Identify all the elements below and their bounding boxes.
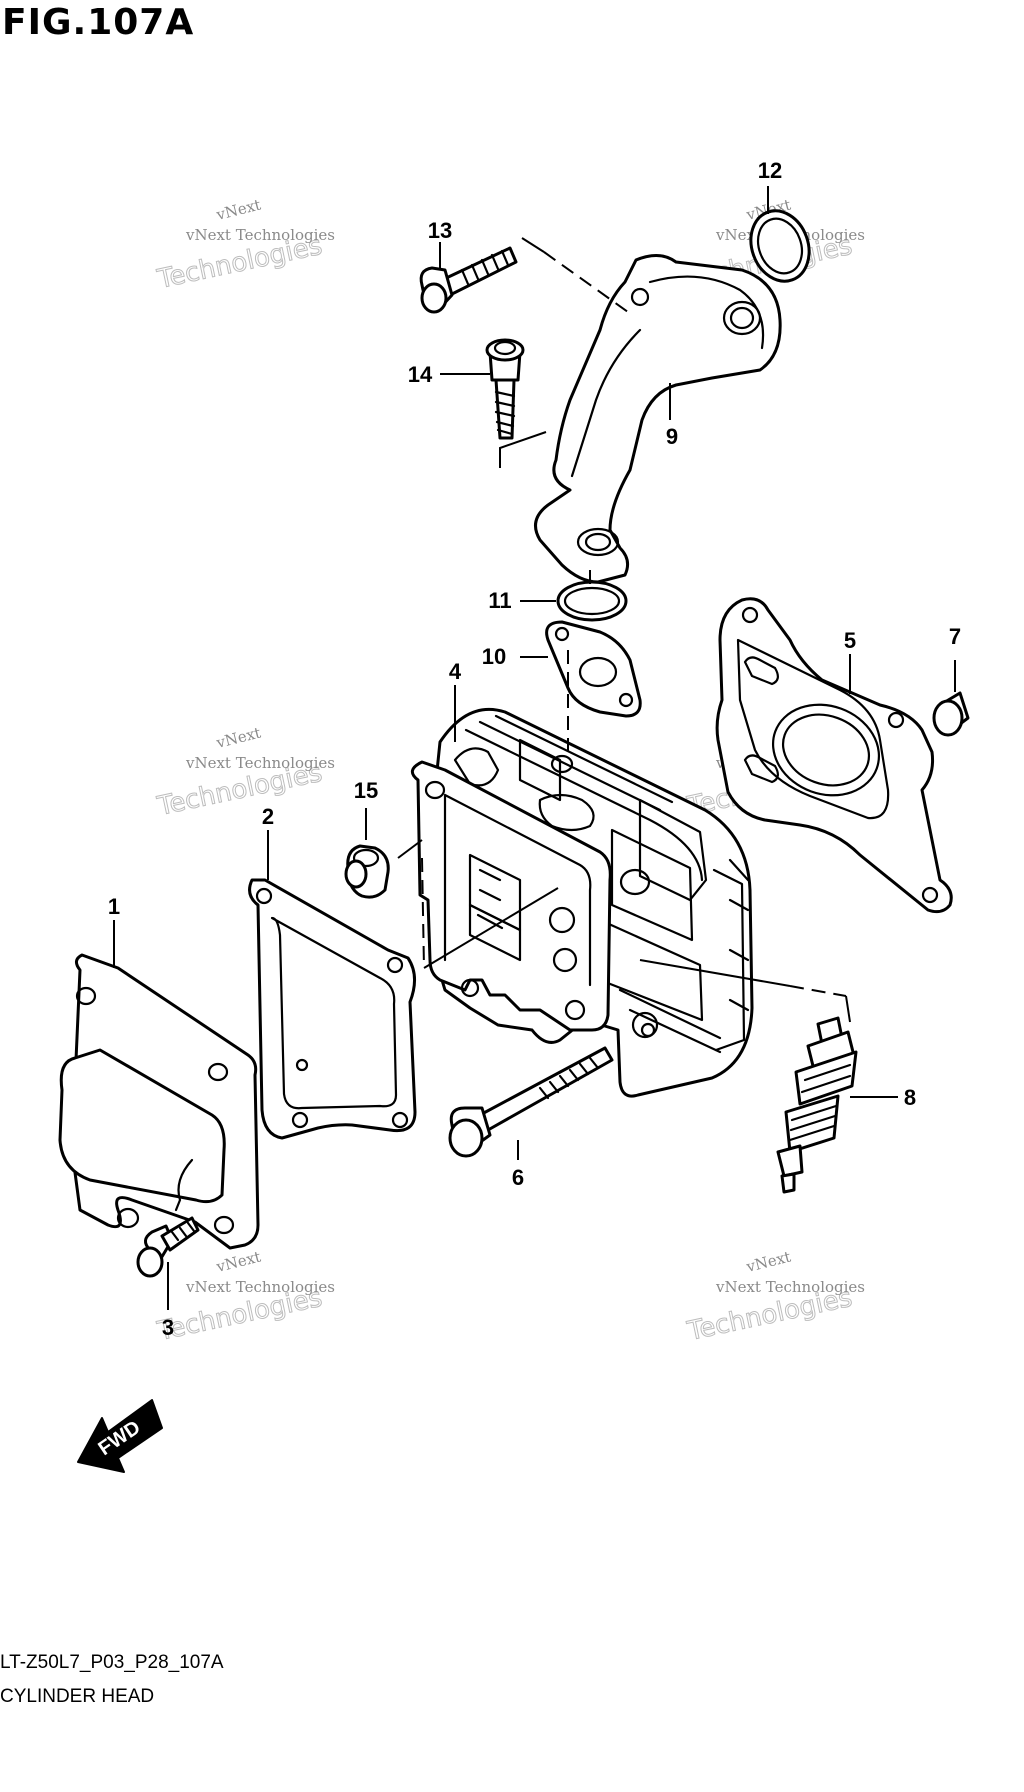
part-spark-plug [776, 1016, 858, 1194]
callout-15: 15 [354, 778, 378, 803]
svg-text:vNext: vNext [214, 196, 263, 225]
callout-9: 9 [666, 424, 678, 449]
callout-7: 7 [949, 624, 961, 649]
assembly-lines [397, 237, 851, 1023]
fwd-direction-arrow: FWD [77, 1399, 163, 1473]
leader-lines [113, 186, 956, 1310]
callout-2: 2 [262, 804, 274, 829]
callout-1: 1 [108, 894, 120, 919]
svg-text:vNext: vNext [214, 724, 263, 753]
callouts: 1 2 3 4 5 6 7 8 9 10 11 12 13 14 15 [108, 158, 961, 1340]
watermark-6: Technologies vNext Technologies vNext [684, 1248, 865, 1348]
svg-text:vNext: vNext [214, 1248, 263, 1277]
figure-title: FIG.107A [2, 2, 195, 43]
callout-10: 10 [482, 644, 506, 669]
watermark-3: Technologies vNext Technologies vNext [154, 724, 335, 823]
part-cover-gasket [248, 878, 417, 1140]
callout-13: 13 [428, 218, 452, 243]
figure-name: CYLINDER HEAD [0, 1686, 155, 1707]
callout-5: 5 [844, 628, 856, 653]
callout-8: 8 [904, 1085, 916, 1110]
callout-12: 12 [758, 158, 782, 183]
part-dowel-pin [932, 691, 970, 737]
callout-11: 11 [488, 588, 511, 613]
part-cap-nut [344, 844, 390, 899]
callout-14: 14 [408, 362, 433, 387]
callout-6: 6 [512, 1165, 524, 1190]
part-bolt-14 [485, 338, 525, 440]
callout-4: 4 [449, 659, 462, 684]
figure-code: LT-Z50L7_P03_P28_107A [0, 1652, 224, 1673]
part-head-bolt [448, 1046, 614, 1158]
svg-text:vNext Technologies: vNext Technologies [185, 226, 335, 244]
svg-text:vNext: vNext [744, 1248, 793, 1277]
part-exhaust-pipe [534, 254, 782, 584]
callout-3: 3 [162, 1315, 174, 1340]
svg-text:vNext Technologies: vNext Technologies [185, 754, 335, 772]
part-exhaust-gasket [715, 597, 953, 914]
svg-text:vNext Technologies: vNext Technologies [715, 1278, 865, 1296]
part-o-ring-11 [556, 580, 628, 622]
part-cover-bolt [136, 1216, 200, 1278]
part-cylinder-head-cover [58, 953, 260, 1250]
part-cylinder-head [410, 707, 754, 1098]
part-bolt-13 [419, 246, 518, 314]
svg-text:vNext Technologies: vNext Technologies [185, 1278, 335, 1296]
part-insulator-gasket [545, 620, 642, 718]
watermark-1: Technologies vNext Technologies vNext [154, 196, 335, 296]
watermark-5: Technologies vNext Technologies vNext [154, 1248, 335, 1348]
